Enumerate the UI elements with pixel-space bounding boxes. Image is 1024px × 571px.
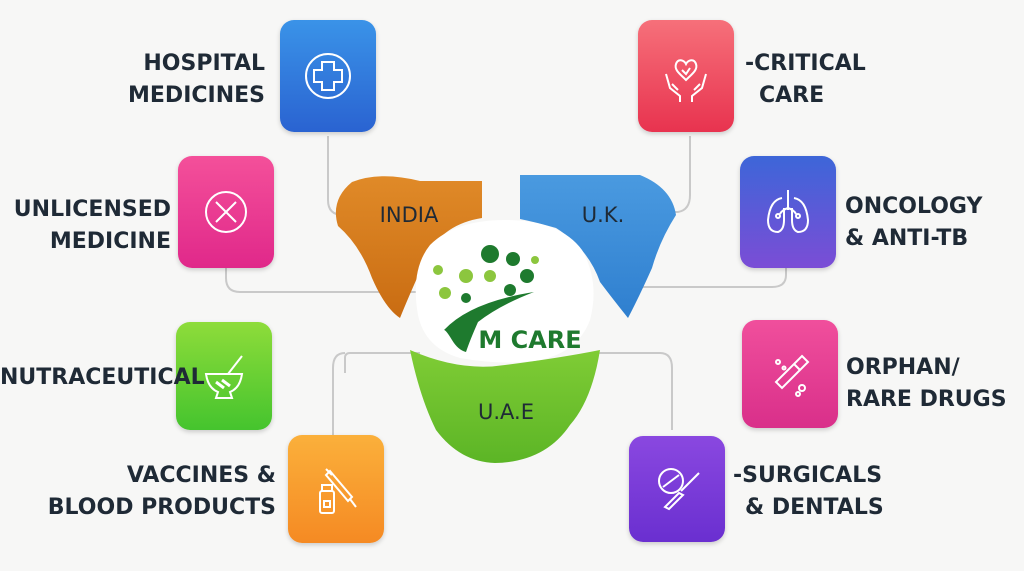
scalpel-icon	[658, 468, 700, 511]
logo-swoosh	[444, 292, 534, 352]
label-unlicensed-medicine: UNLICENSED MEDICINE	[13, 197, 171, 254]
heart-hands-icon	[665, 59, 707, 102]
connector-orphan	[590, 352, 673, 430]
mortar-pestle-icon	[204, 355, 244, 399]
connector-lines	[225, 136, 787, 435]
label-vaccines-blood: VACCINES & BLOOD PRODUCTS	[47, 463, 276, 520]
medical-cross-icon	[305, 53, 351, 99]
connector-vaccines	[332, 352, 346, 435]
tile-nutraceutical	[176, 322, 272, 430]
region-label-uae: U.A.E	[478, 400, 534, 424]
region-label-uk: U.K.	[582, 203, 625, 227]
region-label-india: INDIA	[380, 203, 439, 227]
connector-nutra	[344, 352, 420, 373]
tile-vaccines-blood	[288, 435, 384, 543]
label-critical-care: -CRITICAL CARE	[745, 51, 866, 108]
region-uk: U.K.	[520, 175, 676, 318]
connector-unlicensed	[225, 264, 420, 293]
region-india: INDIA	[335, 176, 482, 318]
region-uae: U.A.E	[410, 350, 600, 463]
pill-capsule-icon	[774, 354, 810, 397]
label-orphan-rare: ORPHAN/ RARE DRUGS	[846, 355, 1007, 412]
label-surgicals-dentals: -SURGICALS & DENTALS	[733, 463, 884, 520]
connector-oncology	[610, 264, 787, 288]
tile-surgicals-dentals	[629, 436, 725, 542]
tile-unlicensed-medicine	[178, 156, 274, 268]
prohibited-circle-icon	[205, 191, 247, 233]
tile-hospital-medicines	[280, 20, 376, 132]
label-hospital-medicines: HOSPITAL MEDICINES	[128, 51, 265, 108]
tile-orphan-rare	[742, 320, 838, 428]
tile-oncology	[740, 156, 836, 268]
vial-syringe-icon	[319, 468, 357, 514]
label-nutraceutical: NUTRACEUTICAL	[0, 365, 205, 390]
label-oncology: ONCOLOGY & ANTI-TB	[845, 194, 983, 251]
tile-critical-care	[638, 20, 734, 132]
lungs-icon	[766, 190, 810, 234]
connector-critical	[660, 136, 691, 213]
logo-dots	[433, 245, 539, 303]
logo: M CARE	[415, 220, 594, 363]
logo-text: M CARE	[478, 326, 581, 354]
